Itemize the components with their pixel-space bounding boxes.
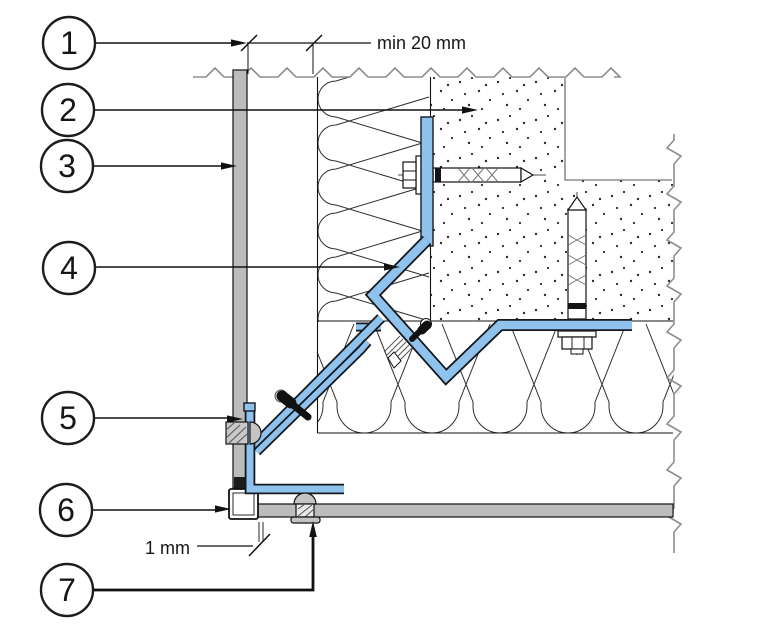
concrete-wall [430,77,673,321]
callout-label-5: 5 [59,400,77,436]
callout-marker-1: 1 [41,15,97,71]
wall-bracket-profile [367,237,632,384]
callout-marker-6: 6 [38,482,94,538]
screw-fastener-channel [274,389,312,421]
callout-label-3: 3 [58,148,76,184]
cladding-panel-end-cap [234,477,247,488]
callout-label-1: 1 [60,25,78,61]
soffit-rivet [290,492,321,524]
corner-profile [228,488,259,520]
leader-arrow-3 [221,162,237,170]
break-line-right [665,134,683,553]
soffit-panel [257,503,674,518]
leader-arrow-6 [215,505,231,513]
break-line-top [193,66,622,78]
callout-label-4: 4 [60,250,78,286]
leader-arrow-2 [462,106,478,114]
callout-marker-5: 5 [40,390,96,446]
wall-bracket-plate [420,116,434,247]
hanger-channel-main [251,315,384,449]
dimension-min-20mm: min 20 mm [240,33,466,74]
leader-arrow-4 [384,263,400,271]
dimension-bottom-label: 1 mm [145,538,190,558]
leader-arrow-7 [309,521,317,537]
leader-line-7 [93,536,315,592]
callout-label-6: 6 [57,492,75,528]
insulation-lower-layer [317,323,674,433]
callout-label-7: 7 [58,572,76,608]
anchor-bolt-horizontal [398,155,546,195]
leader-arrow-5 [227,415,243,423]
dimension-1mm: 1 mm [145,522,271,558]
dimension-top-label: min 20 mm [377,33,466,53]
callout-label-2: 2 [59,92,77,128]
hanger-channel-flange [255,340,371,454]
callout-marker-4: 4 [41,240,97,296]
callout-marker-7: 7 [39,562,95,618]
callout-marker-3: 3 [39,138,95,194]
screw-fastener-bracket [409,318,432,342]
leader-arrow-1 [231,39,247,47]
concrete-notch-outline [564,78,672,181]
hatched-connector-bracket [383,335,413,369]
callout-marker-2: 2 [40,82,96,138]
panel-edge-rivet [225,421,262,445]
edge-trim-hook [243,402,256,412]
